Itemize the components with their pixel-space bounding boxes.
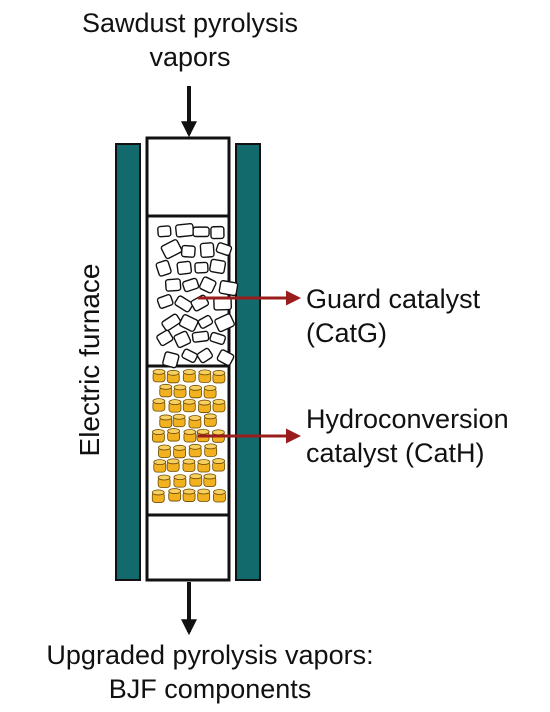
hydro-catalyst-pellet [203, 385, 217, 399]
guard-catalyst-particle [155, 259, 172, 277]
outlet-label-line-2: BJF components [108, 674, 312, 704]
hydro-catalyst-pellet [212, 370, 226, 384]
hydro-catalyst-pellet [172, 413, 186, 428]
hydro-catalyst-label: Hydroconversion catalyst (CatH) [306, 402, 509, 470]
hydro-catalyst-pellet [173, 384, 187, 398]
guard-catalyst-particle [182, 277, 200, 293]
hydro-catalyst-pellet [182, 488, 196, 502]
guard-catalyst-particle [194, 261, 209, 274]
hydro-catalyst-pellet [173, 444, 187, 459]
guard-catalyst-particle [160, 239, 183, 260]
hydro-catalyst-pellet [159, 383, 173, 398]
hydro-catalyst-pellet [168, 488, 182, 502]
guard-catalyst-particle [196, 347, 213, 364]
hydro-catalyst-pellet [152, 368, 166, 383]
furnace-wall-right [235, 143, 261, 581]
hydro-catalyst-pellet [198, 369, 212, 383]
guard-catalyst-particle [156, 329, 174, 347]
hydro-catalyst-pellet [189, 473, 203, 487]
hydro-catalyst-pellet [197, 459, 211, 473]
hydro-catalyst-pellet [167, 428, 181, 442]
outlet-label: Upgraded pyrolysis vapors: BJF component… [0, 638, 420, 706]
guard-catalyst-particle [214, 313, 235, 333]
inlet-label-line-2: vapors [149, 42, 231, 72]
guard-catalyst-particle [180, 244, 196, 258]
hydro-catalyst-pellet [183, 429, 197, 443]
hydro-catalyst-bed [151, 368, 226, 503]
guard-catalyst-particle [181, 348, 198, 363]
guard-catalyst-particle [176, 260, 193, 276]
guard-catalyst-particle [210, 225, 225, 240]
guard-catalyst-label-line-1: Guard catalyst [306, 284, 481, 314]
hydro-catalyst-pellet [182, 458, 196, 472]
guard-catalyst-particle [161, 313, 182, 332]
hydro-catalyst-pellet [203, 473, 217, 487]
guard-catalyst-particle [199, 276, 217, 294]
guard-catalyst-particle [191, 330, 210, 343]
hydro-catalyst-pellet [158, 444, 171, 458]
guard-catalyst-particle [218, 280, 239, 297]
inlet-label: Sawdust pyrolysis vapors [0, 6, 380, 74]
hydro-catalyst-pellet [168, 399, 182, 413]
hydro-catalyst-pellet [188, 415, 202, 429]
hydro-catalyst-pellet [213, 489, 226, 503]
guard-catalyst-particle [192, 226, 210, 238]
hydro-catalyst-pellet [159, 414, 173, 428]
hydro-catalyst-pellet [197, 488, 211, 502]
guard-catalyst-particle [216, 349, 235, 366]
hydro-catalyst-pellet [152, 398, 166, 412]
guard-catalyst-particle [197, 314, 214, 329]
guard-catalyst-particle [209, 258, 227, 275]
hydro-catalyst-pellet [182, 369, 196, 383]
hydro-catalyst-pellet [212, 398, 226, 413]
hydro-catalyst-pellet [189, 384, 202, 399]
guard-catalyst-particle [162, 351, 180, 369]
hydro-catalyst-pellet [166, 458, 180, 472]
guard-catalyst-particle [173, 330, 192, 349]
hydro-catalyst-pellet [152, 429, 165, 443]
hydro-catalyst-pellet [153, 459, 167, 473]
hydro-catalyst-label-line-2: catalyst (CatH) [306, 438, 485, 468]
guard-catalyst-particle [209, 331, 227, 346]
guard-catalyst-particle [164, 278, 182, 292]
hydro-catalyst-pellet [198, 399, 211, 413]
guard-catalyst-label-line-2: (CatG) [306, 318, 387, 348]
guard-catalyst-particle [157, 225, 172, 238]
guard-catalyst-particle [199, 242, 215, 259]
hydro-catalyst-pellet [212, 458, 226, 472]
guard-catalyst-particle [156, 294, 174, 309]
guard-catalyst-particle [174, 295, 194, 313]
hydro-catalyst-label-line-1: Hydroconversion [306, 404, 509, 434]
furnace-wall-left [115, 143, 141, 581]
hydro-catalyst-pellet [173, 474, 187, 488]
outlet-label-line-1: Upgraded pyrolysis vapors: [46, 640, 374, 670]
hydro-catalyst-pellet [203, 413, 217, 427]
hydro-catalyst-pellet [182, 398, 196, 413]
guard-catalyst-particle [178, 314, 199, 332]
guard-catalyst-label: Guard catalyst (CatG) [306, 282, 480, 350]
hydro-catalyst-pellet [166, 369, 180, 384]
hydro-catalyst-pellet [188, 443, 202, 458]
inlet-label-line-1: Sawdust pyrolysis [81, 8, 299, 38]
hydro-catalyst-pellet [157, 474, 171, 488]
guard-catalyst-particle [215, 242, 233, 256]
hydro-catalyst-pellet [204, 443, 218, 457]
hydro-catalyst-pellet [151, 489, 165, 503]
guard-catalyst-particle [174, 222, 195, 238]
